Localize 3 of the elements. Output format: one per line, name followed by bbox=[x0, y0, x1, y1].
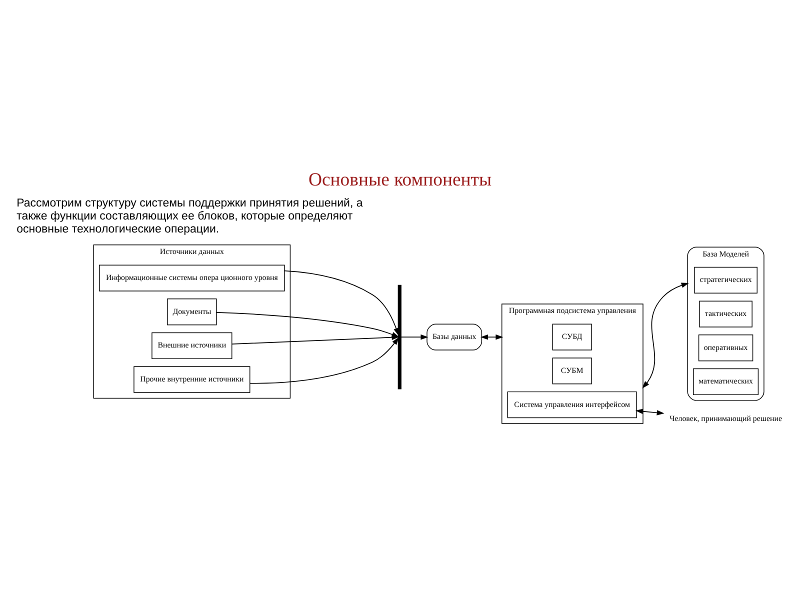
label: Рассмотрим структуру системы поддержки принятия решений, а также функции составляющих ее блоков, которые определяют основные технологические операции. bbox=[16, 198, 363, 236]
node-text: Человек, принимающий решение bbox=[670, 414, 782, 424]
diagram-title: Основные компоненты bbox=[308, 170, 492, 191]
